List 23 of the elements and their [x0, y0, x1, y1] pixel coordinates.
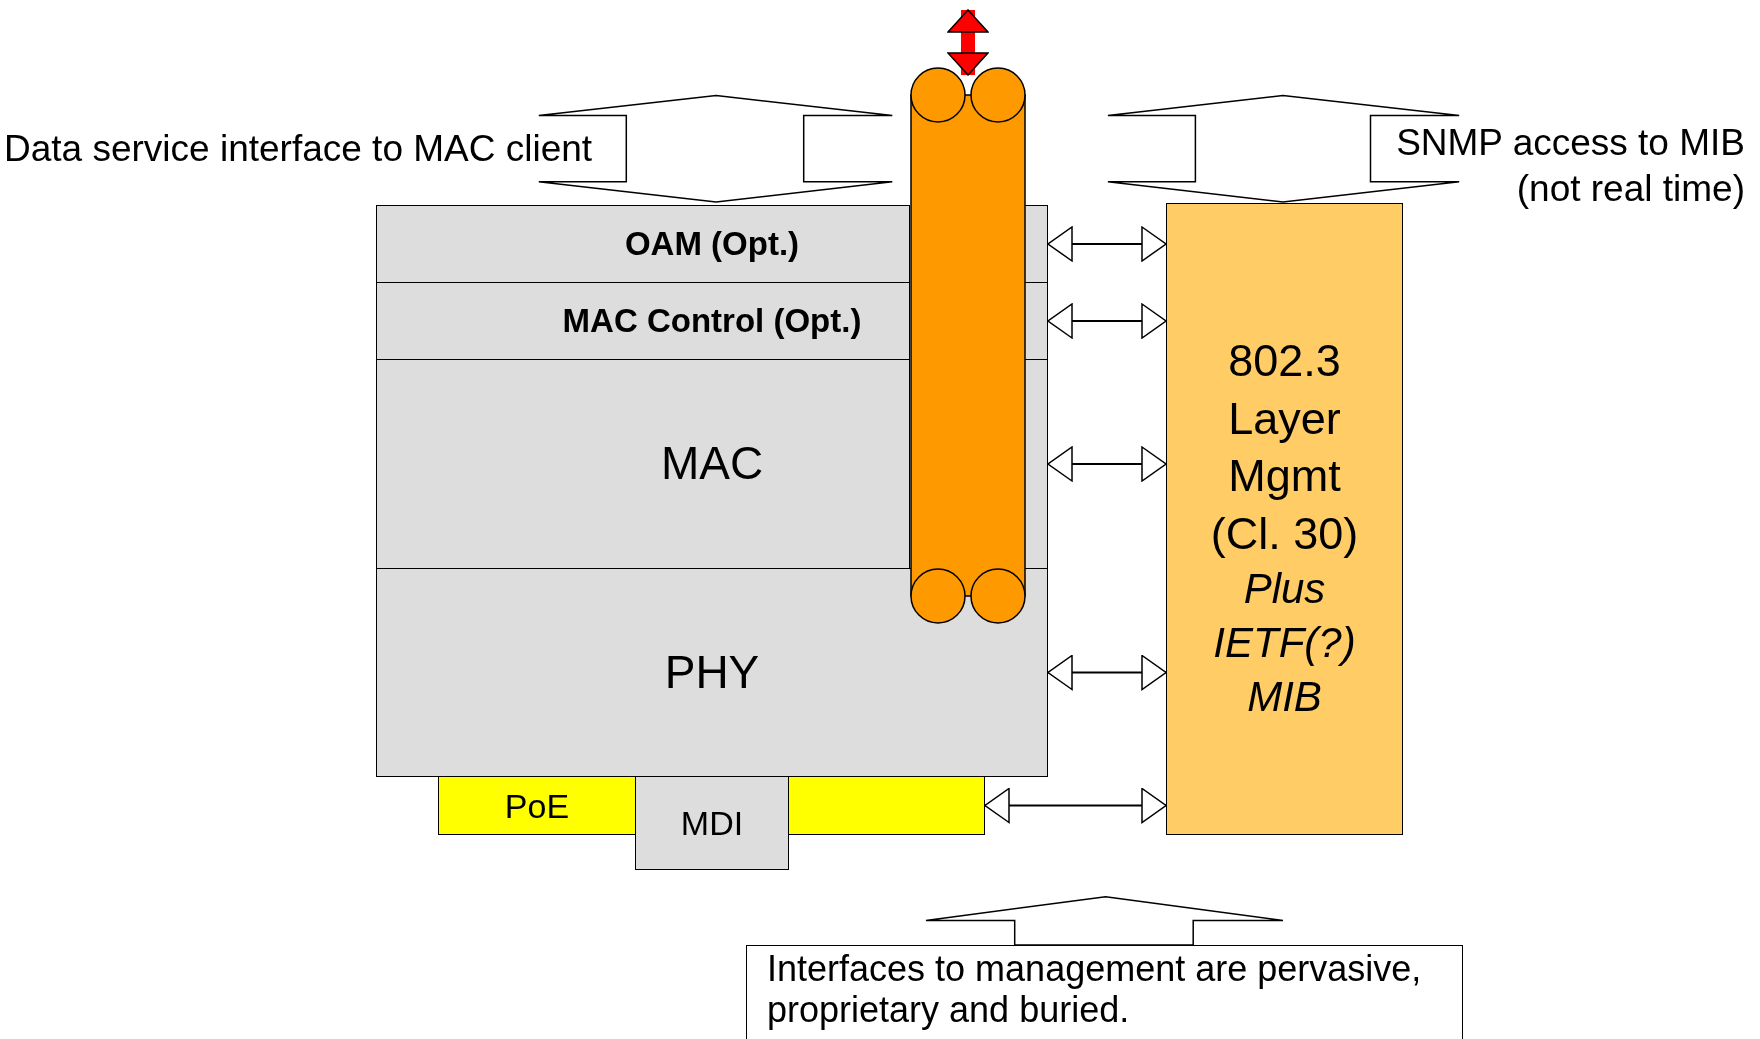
management-label: 802.3 Layer Mgmt (Cl. 30) — [1209, 334, 1360, 561]
management-label: Plus IETF(?) MIB — [1212, 564, 1357, 722]
callout-text: Data service interface to MAC client — [4, 126, 593, 171]
double-arrow — [1047, 446, 1167, 482]
poe-band — [788, 776, 985, 835]
callout-text: SNMP access to MIB (not real time) — [1395, 121, 1745, 212]
layer-label: MAC — [660, 436, 764, 492]
layer-label: MAC Control (Opt.) — [562, 301, 862, 342]
mdi-box — [635, 776, 789, 870]
double-arrow — [1047, 226, 1167, 262]
double-arrow — [984, 787, 1167, 824]
callout-box — [746, 945, 1463, 1039]
callout-text: Interfaces to management are pervasive, proprietary and buried. — [767, 948, 1423, 1031]
mdi-label: MDI — [680, 802, 744, 844]
poe-band — [438, 776, 636, 835]
double-arrow — [1047, 654, 1167, 691]
double-arrow — [1047, 303, 1167, 339]
layer-label: OAM (Opt.) — [624, 224, 800, 265]
poe-label: PoE — [504, 786, 570, 827]
block-arrow — [947, 9, 989, 76]
layer-label: PHY — [664, 644, 760, 700]
management-box — [1166, 203, 1403, 835]
layer-box — [376, 568, 1048, 777]
